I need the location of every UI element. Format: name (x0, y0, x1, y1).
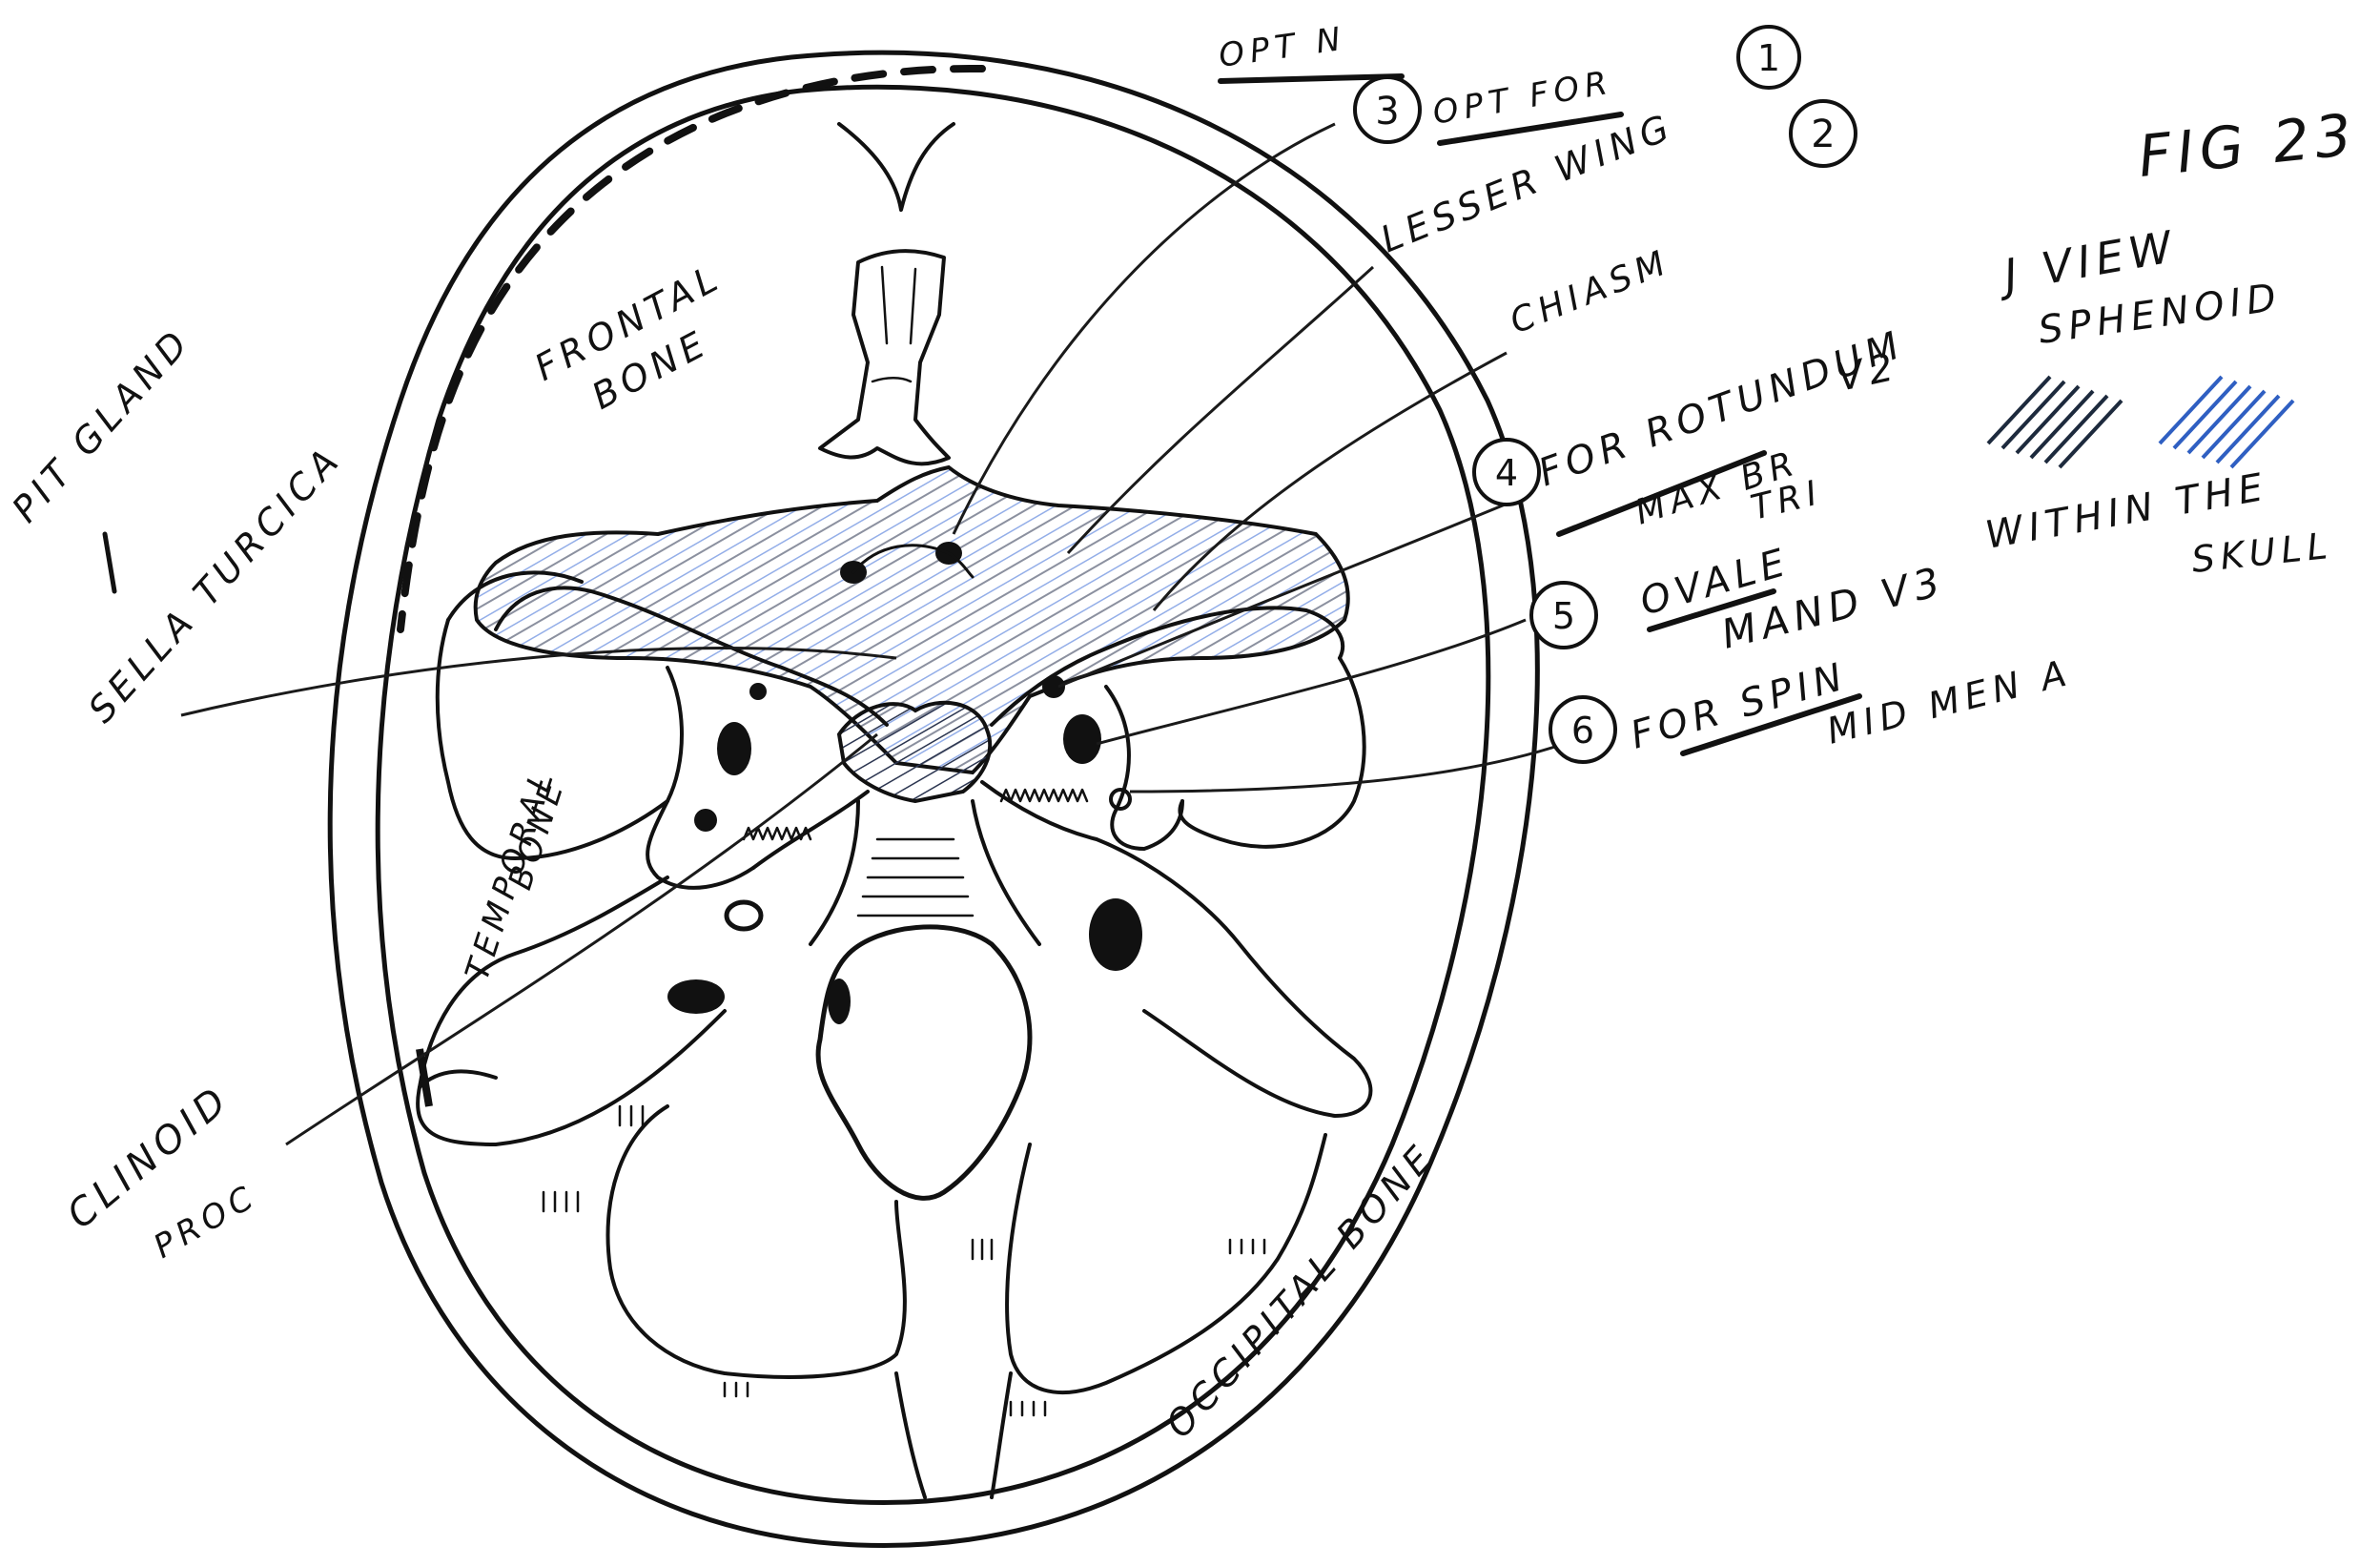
jugular-foramen-left (667, 979, 725, 1014)
greater-wing-right (1180, 658, 1364, 847)
label-chiasm: CHIASM (1505, 242, 1676, 341)
number-4: 4 (1495, 452, 1518, 494)
sella-turcica-shape (839, 703, 990, 801)
label-pit-gland: PIT GLAND (4, 319, 199, 530)
label-legend-line1: J VIEW (1993, 220, 2182, 302)
number-3: 3 (1375, 90, 1399, 134)
hypoglossal-left (828, 979, 851, 1024)
occipital-crest (896, 1373, 1011, 1497)
leader-spin (1130, 744, 1564, 792)
foramen-rotundum-left (749, 683, 767, 700)
posterior-fossa-right (1007, 1135, 1325, 1392)
label-sella-turcica: SELLA TURCICA (80, 437, 350, 731)
foramen-magnum (818, 927, 1030, 1198)
number-5: 5 (1552, 595, 1575, 637)
foramen-ovale-left (717, 722, 751, 775)
petrous-serration-right (1001, 790, 1087, 801)
internal-acoustic-left (727, 902, 761, 929)
legend-hatch-dark (1988, 377, 2122, 467)
label-mid-men-a: MID MEN A (1823, 651, 2076, 752)
petrous-ridge-right (982, 782, 1370, 1116)
leader-pit-sella (105, 534, 114, 591)
temporal-left-side (420, 1071, 496, 1087)
clivus (810, 801, 1039, 944)
clivus-lines (858, 839, 973, 916)
label-figure-title: FIG 23 (2135, 101, 2360, 191)
middle-fossa-right (1106, 687, 1182, 849)
cribriform-inner (872, 267, 915, 381)
foramen-ovale-right (1063, 714, 1101, 764)
label-for-spin: FOR SPIN (1626, 654, 1853, 758)
number-2: 2 (1811, 113, 1835, 156)
label-legend-line4: SKULL (2189, 525, 2334, 581)
leader-clinoid (286, 734, 877, 1144)
label-clinoid-2: PROC (148, 1177, 265, 1267)
crista-galli (839, 124, 954, 210)
jugular-foramen-right (1089, 898, 1142, 971)
label-occipital-bone: OCCIPITAL BONE (1158, 1135, 1444, 1446)
cribriform-plate (820, 251, 949, 464)
label-opt-n: OPT N (1217, 20, 1349, 75)
legend-hatch-blue (2160, 377, 2293, 467)
number-1: 1 (1757, 37, 1780, 79)
foramen-spinosum-left (694, 809, 717, 832)
number-6: 6 (1571, 710, 1594, 752)
